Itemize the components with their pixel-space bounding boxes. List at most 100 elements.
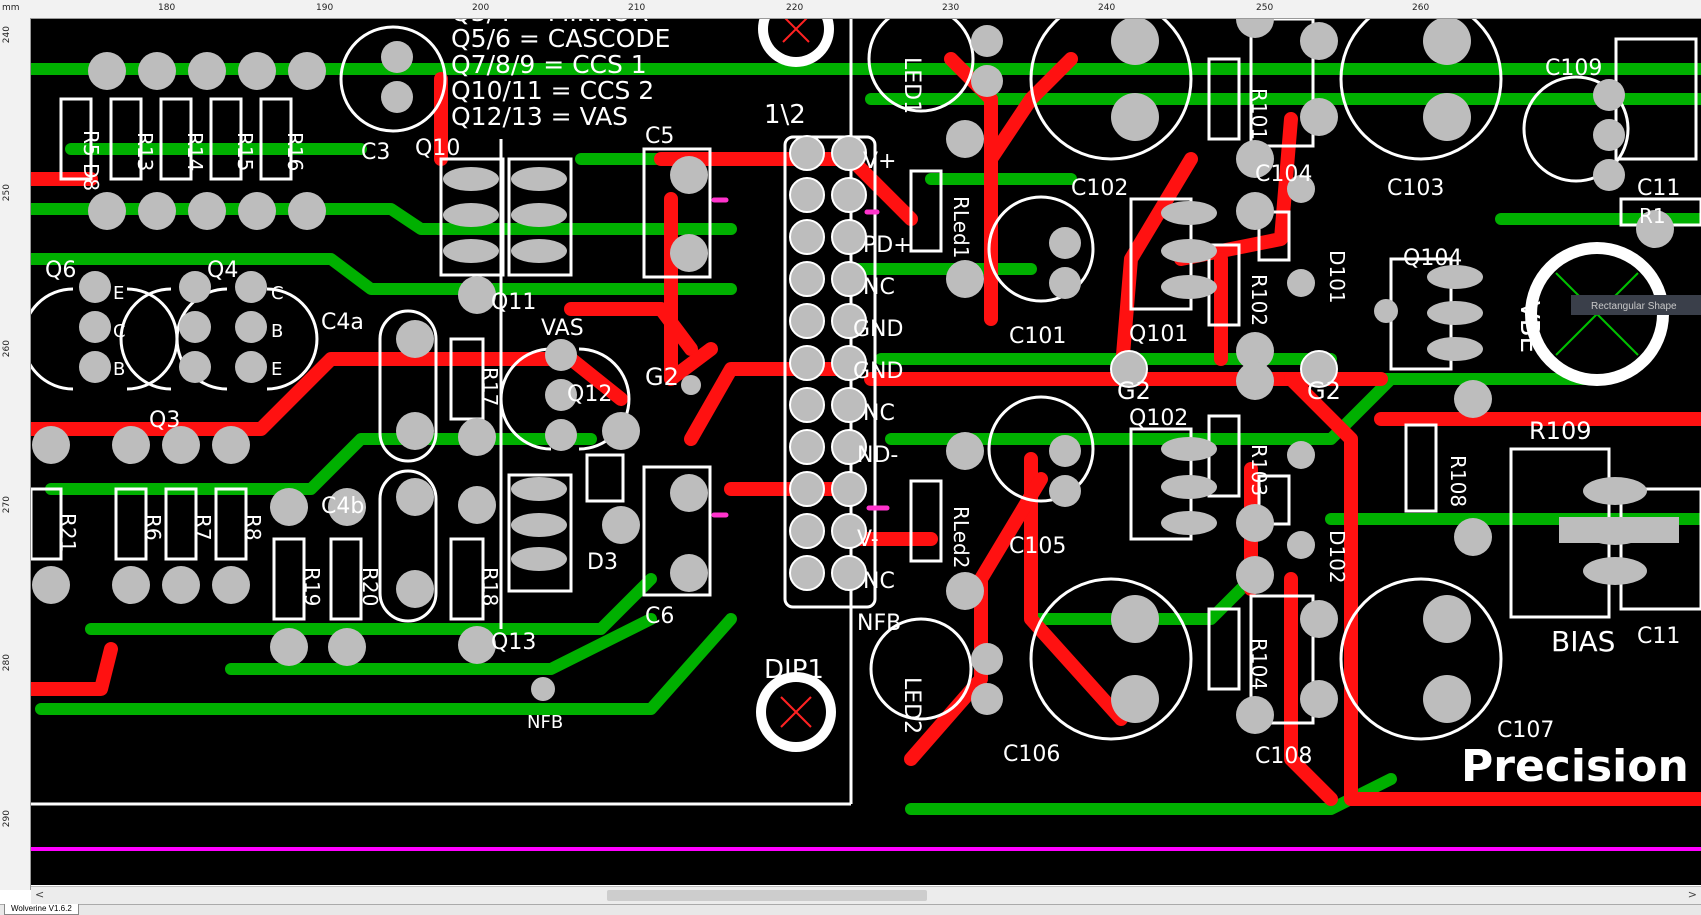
part-label: R7 xyxy=(191,514,215,541)
part-label: R21 xyxy=(56,513,80,552)
scroll-thumb[interactable] xyxy=(607,890,927,901)
part-label: Q11 xyxy=(491,290,536,315)
ruler-unit: mm xyxy=(2,3,20,13)
ruler-label: 240 xyxy=(2,26,12,44)
part-label: R102 xyxy=(1247,274,1271,326)
horizontal-ruler: mm 180 190 200 210 220 230 240 250 260 xyxy=(0,0,1701,19)
part-label: D101 xyxy=(1325,250,1349,304)
ruler-label: 240 xyxy=(1098,3,1116,13)
note-line: Q10/11 = CCS 2 xyxy=(451,76,654,105)
pin-letter: E xyxy=(271,359,282,380)
pin-label: V- xyxy=(857,527,879,552)
pin-label: NC xyxy=(863,275,895,300)
pin-label: V+ xyxy=(863,149,896,174)
pin-label: GND xyxy=(853,359,903,384)
ruler-label: 260 xyxy=(1412,3,1430,13)
part-label: C109 xyxy=(1545,56,1602,81)
g2-label: G2 xyxy=(1307,377,1341,405)
nfb-label: NFB xyxy=(527,712,563,733)
pin-label: GND xyxy=(853,317,903,342)
document-tab-bar: Wolverine V1.6.2 xyxy=(0,904,1701,915)
pin-letter: B xyxy=(113,359,125,380)
part-label: R1 xyxy=(1639,204,1666,228)
part-label: Q101 xyxy=(1129,322,1188,347)
part-label: RLed1 xyxy=(949,196,973,258)
scroll-right-arrow[interactable]: > xyxy=(1687,888,1697,901)
part-label: C103 xyxy=(1387,176,1444,201)
part-label: R13 xyxy=(133,132,157,171)
pin-label: ND- xyxy=(857,443,898,468)
part-label: Q13 xyxy=(491,630,536,655)
ruler-label: 180 xyxy=(158,3,176,13)
bottom-copper-traces xyxy=(31,63,1701,815)
part-label: C3 xyxy=(361,140,390,165)
part-label: C108 xyxy=(1255,744,1312,769)
part-label: R20 xyxy=(358,567,382,606)
part-label: D102 xyxy=(1325,530,1349,584)
vertical-ruler: 240 250 260 270 280 290 xyxy=(0,18,31,890)
part-label: R101 xyxy=(1247,88,1271,140)
mounting-holes xyxy=(756,19,1669,752)
header-label: 1\2 xyxy=(764,100,806,130)
pin-letter: E xyxy=(113,283,124,304)
part-label: Q4 xyxy=(207,258,238,283)
ruler-label: 260 xyxy=(2,340,12,358)
dip-label: DIP1 xyxy=(764,655,824,685)
board-title: Precision E xyxy=(1461,741,1701,792)
part-label: C11 xyxy=(1637,176,1680,201)
ruler-label: 250 xyxy=(1256,3,1274,13)
pin-label: NC xyxy=(863,401,895,426)
part-label: C6 xyxy=(645,604,674,629)
part-label: C101 xyxy=(1009,324,1066,349)
pin-letter: C xyxy=(271,283,284,304)
ruler-label: 210 xyxy=(628,3,646,13)
part-label: C4a xyxy=(321,310,364,335)
silkscreen-outlines xyxy=(31,19,1701,806)
part-label: R104 xyxy=(1247,638,1271,690)
pads xyxy=(32,19,1679,734)
part-label: Q12 xyxy=(567,382,612,407)
pin-letter: C xyxy=(113,321,126,342)
part-label: C104 xyxy=(1255,162,1312,187)
ruler-label: 290 xyxy=(2,810,12,828)
document-tab[interactable]: Wolverine V1.6.2 xyxy=(4,904,79,915)
part-label: LED2 xyxy=(899,677,924,734)
part-label: LED1 xyxy=(899,57,924,114)
scroll-left-arrow[interactable]: < xyxy=(35,888,45,901)
part-label: R8 xyxy=(241,514,265,541)
part-label: C105 xyxy=(1009,534,1066,559)
pin-label: PD+ xyxy=(863,233,912,258)
part-label: C5 xyxy=(645,124,674,149)
tooltip-box xyxy=(1571,295,1701,315)
part-label: Q102 xyxy=(1129,406,1188,431)
part-label: R108 xyxy=(1446,455,1470,507)
part-label: R6 xyxy=(141,514,165,541)
pink-markers xyxy=(711,197,890,518)
part-label: C107 xyxy=(1497,718,1554,743)
vas-label: VAS xyxy=(541,316,584,341)
part-label: C102 xyxy=(1071,176,1128,201)
horizontal-scrollbar[interactable]: < > xyxy=(31,886,1701,904)
pin-letter: B xyxy=(271,321,283,342)
ruler-label: 220 xyxy=(786,3,804,13)
vbe-label: VBE xyxy=(1514,301,1544,353)
ruler-label: 250 xyxy=(2,184,12,202)
part-label: R5 D8 xyxy=(79,130,103,191)
part-label: R16 xyxy=(283,132,307,171)
g2-label: G2 xyxy=(645,363,679,391)
note-line: Q12/13 = VAS xyxy=(451,102,628,131)
part-label: R14 xyxy=(183,132,207,171)
g2-label: G2 xyxy=(1117,377,1151,405)
header-pins xyxy=(789,135,867,591)
ruler-label: 200 xyxy=(472,3,490,13)
note-line: Q5/6 = CASCODE xyxy=(451,24,670,53)
part-label: D3 xyxy=(587,550,618,575)
ruler-label: 280 xyxy=(2,654,12,672)
part-label: Q6 xyxy=(45,258,76,283)
part-label: R17 xyxy=(478,367,502,406)
note-line: Q3/4 = MIRROR xyxy=(451,19,649,27)
part-label: RLed2 xyxy=(949,506,973,568)
note-line: Q7/8/9 = CCS 1 xyxy=(451,50,647,79)
pcb-canvas[interactable]: Rectangular Shape Q3/4 = MIRROR Q5/6 = C… xyxy=(31,19,1701,885)
ruler-label: 190 xyxy=(316,3,334,13)
